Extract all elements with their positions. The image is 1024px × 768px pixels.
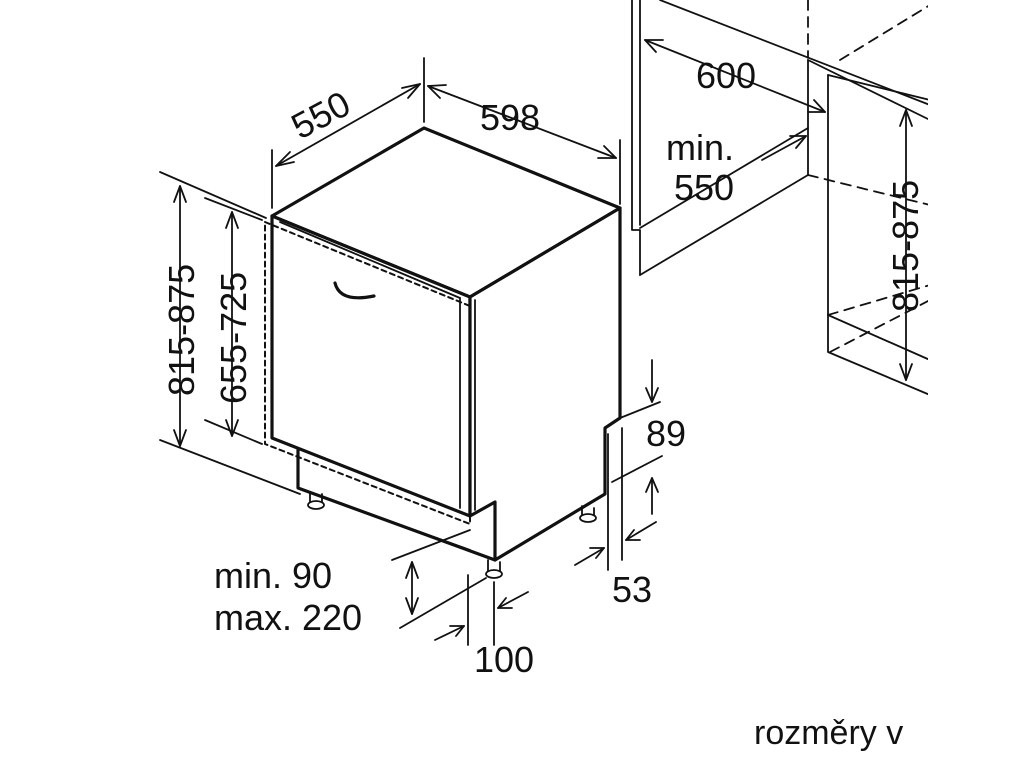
- label-niche-min-value: 550: [674, 167, 734, 208]
- door-handle-icon: [333, 281, 376, 300]
- label-door-height: 655-725: [213, 272, 254, 404]
- label-plinth-max: max. 220: [214, 597, 362, 638]
- dishwasher-body: [264, 126, 622, 579]
- label-width-598: 598: [480, 97, 540, 138]
- label-top-recess-89: 89: [646, 413, 686, 454]
- label-niche-min: min.: [666, 127, 734, 168]
- label-foot-offset-100: 100: [474, 639, 534, 680]
- cabinet-niche: [631, 0, 931, 396]
- label-niche-depth-600: 600: [696, 55, 756, 96]
- label-bottom-recess-53: 53: [612, 569, 652, 610]
- units-caption: rozměry v: [754, 714, 903, 752]
- label-total-height: 815-875: [161, 264, 202, 396]
- crop-mask: [928, 0, 1024, 768]
- label-plinth-min: min. 90: [214, 555, 332, 596]
- label-depth-550: 550: [285, 83, 357, 147]
- dimension-lines: [159, 39, 913, 646]
- label-niche-height: 815-875: [885, 180, 926, 312]
